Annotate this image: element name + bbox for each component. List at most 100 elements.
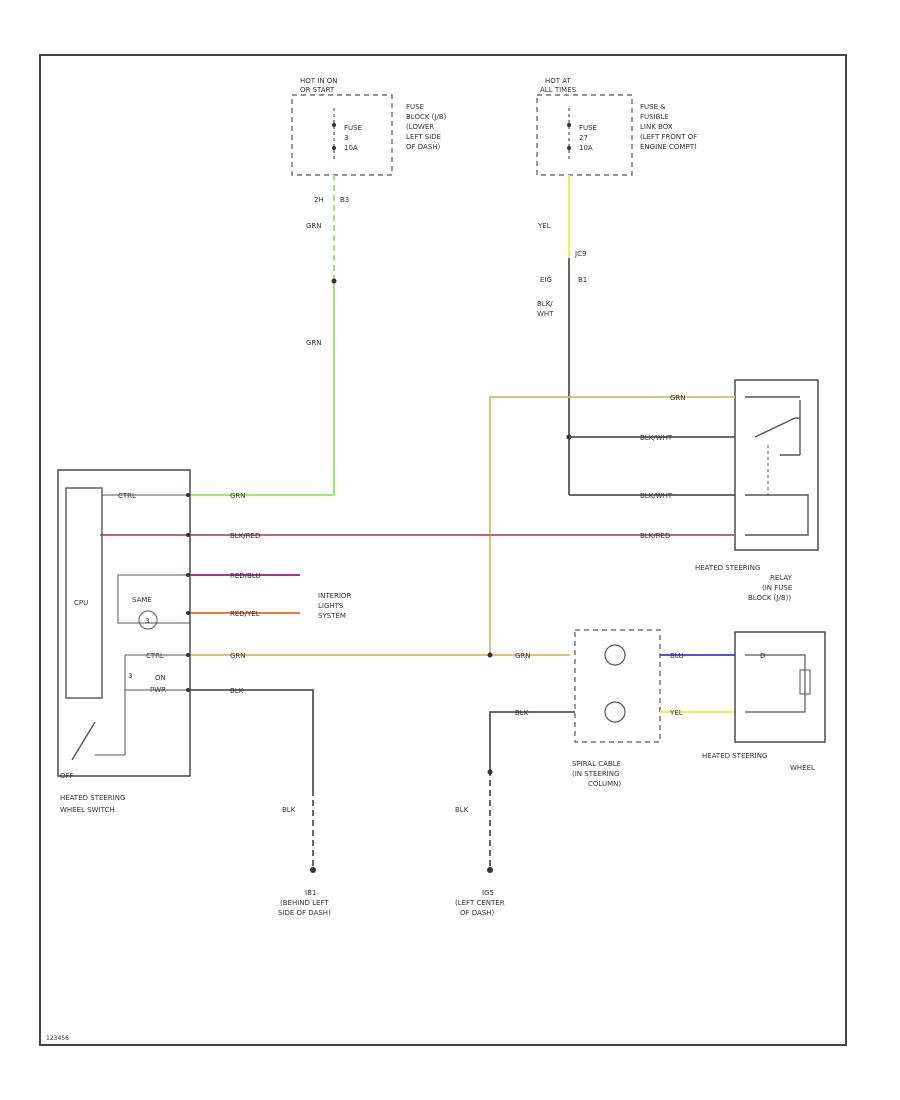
ground-right-label-3: OF DASH) <box>460 909 495 917</box>
fuse-left-label-3: 10A <box>344 144 358 152</box>
wire-label-tan-right: GRN <box>515 652 531 660</box>
wheel-resistor-icon <box>799 669 811 695</box>
wire-label-tan-left: GRN <box>230 652 246 660</box>
splice-grn <box>331 278 337 284</box>
fuse-left-label-2: 3 <box>344 134 348 142</box>
wire-label-redyel: RED/YEL <box>230 610 260 618</box>
connector-right-top: JC9 <box>574 250 586 258</box>
cpu-box <box>65 487 103 699</box>
switch-title-1: HEATED STEERING <box>60 794 125 802</box>
wire-blk-right-solid <box>489 711 575 770</box>
ground-left-label-2: (BEHIND LEFT <box>280 899 329 907</box>
fuse-right-terminal-top <box>567 123 571 127</box>
interior-lights-2: LIGHTS <box>318 602 344 610</box>
fuse-right-terminal-bottom <box>567 146 571 150</box>
spiral-title-2: (IN STEERING <box>572 770 619 778</box>
fuse-right-header-1: HOT AT <box>545 77 572 85</box>
wire-label-tan-top: GRN <box>670 394 686 402</box>
fuse-right-label-1: FUSE <box>579 124 597 132</box>
connector-left-1: 2H <box>314 196 324 204</box>
wire-blk-left-solid <box>190 689 314 790</box>
fuse-box-right <box>536 94 633 176</box>
wire-label-blkwht-1: BLK/ <box>537 300 553 308</box>
same-label: SAME <box>132 596 152 604</box>
fuse-right-loc-4: (LEFT FRONT OF <box>640 133 697 141</box>
fuse-left-loc-5: OF DASH) <box>406 143 441 151</box>
pin-label: 3 <box>128 672 132 680</box>
wire-label-blkwht-2: WHT <box>537 310 554 318</box>
spiral-title-1: SPIRAL CABLE <box>572 760 621 768</box>
fuse-left-loc-3: (LOWER <box>406 123 434 131</box>
wire-label-blk-left-1: BLK <box>230 687 244 695</box>
fuse-right-label-2: 27 <box>579 134 588 142</box>
wire-label-redblu: RED/BLU <box>230 572 261 580</box>
wire-label-yel-1: YEL <box>537 222 551 230</box>
switch-pin-pwr <box>186 688 190 692</box>
fuse-right-loc-5: ENGINE COMPT) <box>640 143 697 151</box>
switch-pin-redblu <box>186 573 190 577</box>
splice-blk-right <box>487 769 493 775</box>
wire-label-grn-3: GRN <box>230 492 246 500</box>
wheel-pin: D <box>760 652 765 660</box>
switch-pin-ctrl1 <box>186 493 190 497</box>
wire-label-blkred-right: BLK/RED <box>640 532 670 540</box>
indicator-lamp-icon <box>138 610 158 630</box>
connector-right-mid-1: EIG <box>540 276 552 284</box>
switch-pin-blkred <box>186 533 190 537</box>
fuse-right-loc-3: LINK BOX <box>640 123 673 131</box>
fuse-left-terminal-top <box>332 123 336 127</box>
relay-title-3: (IN FUSE <box>762 584 792 592</box>
wheel-heater-element <box>745 654 806 713</box>
ground-right-label-1: IG5 <box>482 889 494 897</box>
on-label: ON <box>155 674 166 682</box>
interior-lights-1: INTERIOR <box>318 592 351 600</box>
wire-label-blk-right-1: BLK <box>515 709 529 717</box>
fuse-left-label-1: FUSE <box>344 124 362 132</box>
switch-contact <box>71 721 96 761</box>
wire-tan-relay-output <box>489 396 735 655</box>
wheel-title-2: WHEEL <box>790 764 815 772</box>
fuse-left-header-2: OR START <box>300 86 335 94</box>
spiral-title-3: COLUMN) <box>588 780 621 788</box>
wire-label-blk-right-2: BLK <box>455 806 469 814</box>
fuse-right-loc-2: FUSIBLE <box>640 113 669 121</box>
spiral-terminal-bottom <box>604 701 626 723</box>
relay-title-2: RELAY <box>770 574 793 582</box>
lamp-label: 3 <box>145 617 149 625</box>
wire-label-yel-2: YEL <box>669 709 683 717</box>
switch-pin-ctrl2 <box>186 653 190 657</box>
cpu-label: CPU <box>74 599 88 607</box>
ground-right-dot <box>487 867 493 873</box>
spiral-cable-box <box>574 629 661 743</box>
connector-left-2: B3 <box>340 196 349 204</box>
ground-left-dot <box>310 867 316 873</box>
switch-pin-redyel <box>186 611 190 615</box>
spiral-terminal-top <box>604 644 626 666</box>
wheel-box <box>734 631 826 743</box>
fuse-right-label-3: 10A <box>579 144 593 152</box>
fuse-right-loc-1: FUSE & <box>640 103 666 111</box>
interior-lights-3: SYSTEM <box>318 612 346 620</box>
diagram-frame <box>39 54 847 1046</box>
same-box <box>117 574 191 624</box>
ground-left-label-3: SIDE OF DASH) <box>278 909 331 917</box>
splice-tan <box>487 652 493 658</box>
relay-title-4: BLOCK (J/B)) <box>748 594 791 602</box>
wire-label-blkred-left: BLK/RED <box>230 532 260 540</box>
relay-title-1: HEATED STEERING <box>695 564 760 572</box>
off-label: OFF <box>60 772 74 780</box>
relay-coil <box>745 494 809 536</box>
connector-right-mid-2: B1 <box>578 276 587 284</box>
wire-label-blk-left-2: BLK <box>282 806 296 814</box>
fuse-left-loc-4: LEFT SIDE <box>406 133 441 141</box>
wire-label-blkwht-3: BLK/WHT <box>640 434 673 442</box>
ctrl1-label: CTRL <box>118 492 136 500</box>
wheel-title-1: HEATED STEERING <box>702 752 767 760</box>
relay-switch-contact <box>754 417 796 438</box>
ground-left-label-1: IB1 <box>305 889 316 897</box>
fuse-box-left <box>291 94 393 176</box>
switch-title-2: WHEEL SWITCH <box>60 806 115 814</box>
fuse-left-loc-1: FUSE <box>406 103 424 111</box>
fuse-left-terminal-bottom <box>332 146 336 150</box>
